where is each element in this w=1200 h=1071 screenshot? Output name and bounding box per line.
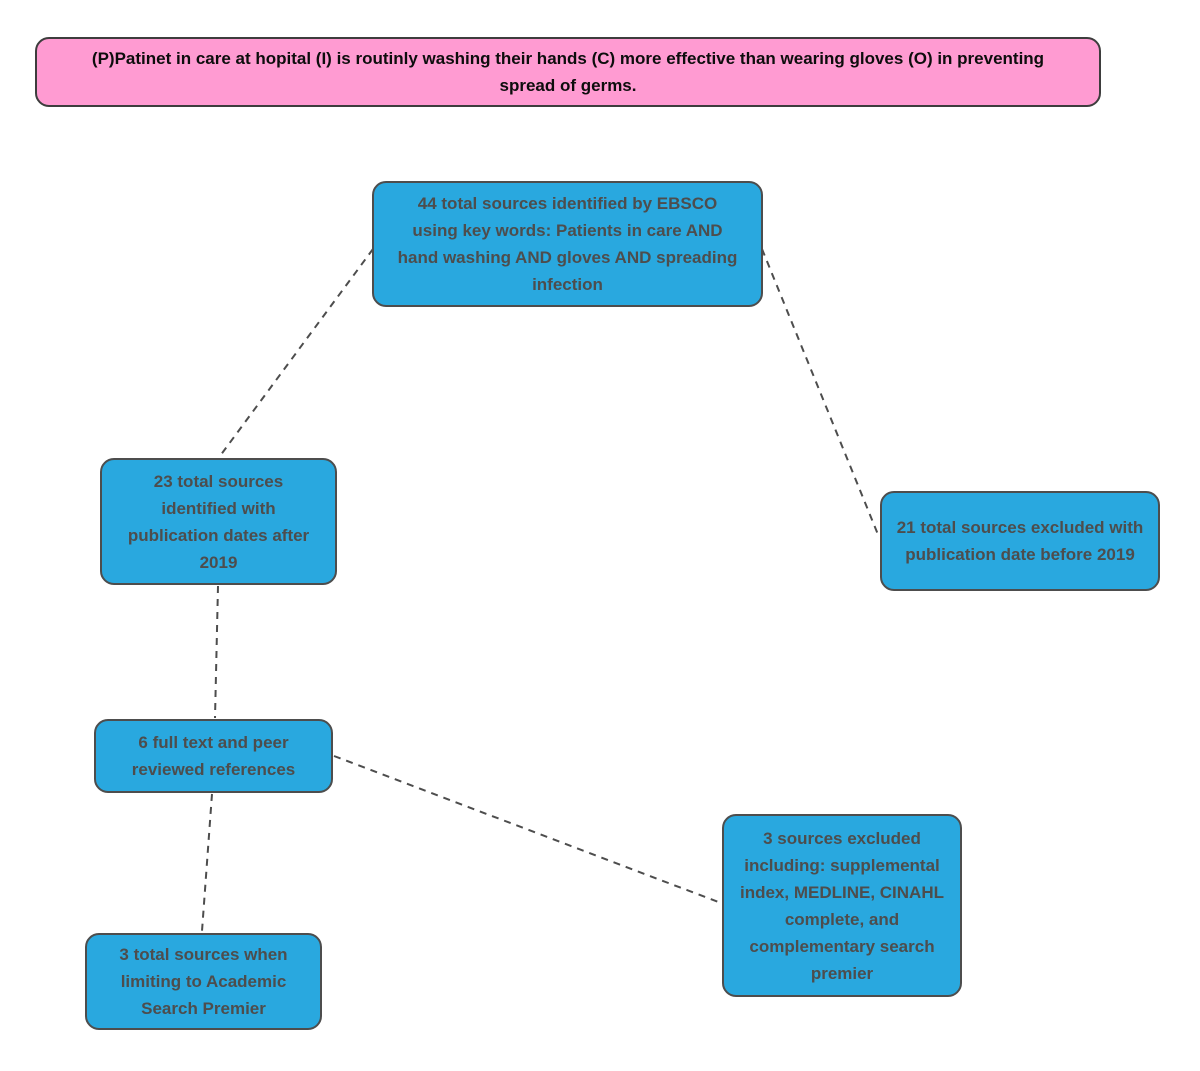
node-included-sources-23: 23 total sources identified with publica… <box>100 458 337 585</box>
connector-fulltext-to-final <box>201 793 213 932</box>
node-fulltext-sources-6-label: 6 full text and peer reviewed references <box>131 733 296 779</box>
node-total-sources-44: 44 total sources identified by EBSCO usi… <box>372 181 763 307</box>
node-final-sources-3-label: 3 total sources when limiting to Academi… <box>119 945 288 1018</box>
node-excluded-sources-21-label: 21 total sources excluded with publicati… <box>896 518 1144 564</box>
node-final-sources-3: 3 total sources when limiting to Academi… <box>85 933 322 1030</box>
node-total-sources-44-label: 44 total sources identified by EBSCO usi… <box>397 194 738 294</box>
node-included-sources-23-label: 23 total sources identified with publica… <box>127 471 310 572</box>
node-excluded-sources-21: 21 total sources excluded with publicati… <box>880 491 1160 591</box>
connector-total-to-included <box>219 248 374 457</box>
connector-fulltext-to-excluded <box>333 755 722 904</box>
node-excluded-sources-3: 3 sources excluded including: supplement… <box>722 814 962 997</box>
pico-question-text: (P)Patinet in care at hopital (I) is rou… <box>91 49 1045 95</box>
node-excluded-sources-3-label: 3 sources excluded including: supplement… <box>739 828 944 983</box>
node-fulltext-sources-6: 6 full text and peer reviewed references <box>94 719 333 793</box>
connector-total-to-excluded <box>761 248 880 538</box>
connector-included-to-fulltext <box>214 585 219 719</box>
pico-question-banner: (P)Patinet in care at hopital (I) is rou… <box>35 37 1101 107</box>
